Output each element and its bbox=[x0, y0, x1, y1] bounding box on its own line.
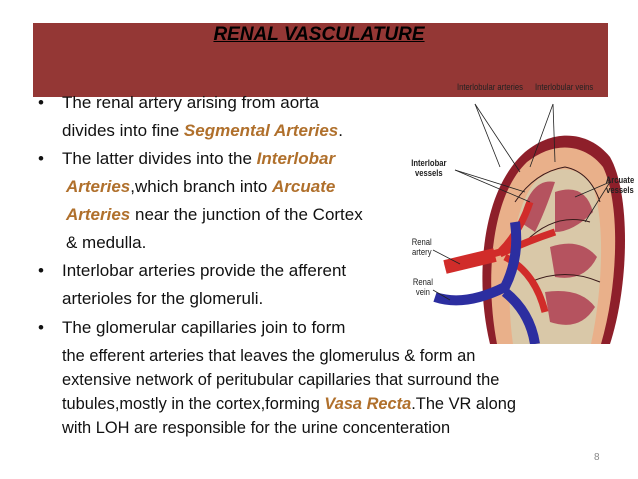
bullet-3-line-1: Interlobar arteries provide the afferent bbox=[62, 261, 347, 280]
bullet-2-line-2: Arteries,which branch into Arcuate bbox=[66, 177, 336, 196]
bullet-2-line-3: Arteries near the junction of the Cortex bbox=[66, 205, 363, 224]
label-interlobular-arteries: Interlobular arteries bbox=[457, 82, 523, 92]
bullet-1-line-2: divides into fine Segmental Arteries. bbox=[62, 121, 343, 140]
label-renal-artery: Renal artery bbox=[411, 237, 432, 257]
bullet-4-line-3: extensive network of peritubular capilla… bbox=[62, 371, 500, 389]
page-number: 8 bbox=[594, 452, 600, 463]
label-renal-vein: Renal vein bbox=[412, 277, 433, 297]
bullet-1-line-1: The renal artery arising from aorta bbox=[62, 93, 319, 112]
kidney-vasculature-diagram: Interlobular arteries Interlobular veins… bbox=[405, 82, 638, 345]
bullet-4-line-5: with LOH are responsible for the urine c… bbox=[62, 419, 451, 437]
bullet-4-line-4: tubules,mostly in the cortex,forming Vas… bbox=[62, 395, 517, 413]
bullet-4-line-2: the efferent arteries that leaves the gl… bbox=[62, 347, 476, 365]
title-banner bbox=[33, 23, 608, 97]
bullet-dot: • bbox=[38, 261, 44, 280]
bullet-2-line-4: & medulla. bbox=[66, 233, 147, 252]
label-interlobar-vessels: Interlobar vessels bbox=[411, 158, 447, 178]
bullet-dot: • bbox=[38, 93, 44, 112]
label-arcuate-vessels: Arcuate vessels bbox=[605, 175, 635, 195]
kidney-illustration bbox=[432, 103, 625, 345]
bullet-dot: • bbox=[38, 318, 44, 337]
bullet-3-line-2: arterioles for the glomeruli. bbox=[62, 289, 264, 308]
bullet-2-line-1: The latter divides into the Interlobar bbox=[62, 149, 336, 168]
bullet-4-line-1: The glomerular capillaries join to form bbox=[62, 318, 346, 337]
bullet-dot: • bbox=[38, 149, 44, 168]
slide-title: RENAL VASCULATURE bbox=[213, 24, 425, 45]
label-interlobular-veins: Interlobular veins bbox=[535, 82, 594, 92]
